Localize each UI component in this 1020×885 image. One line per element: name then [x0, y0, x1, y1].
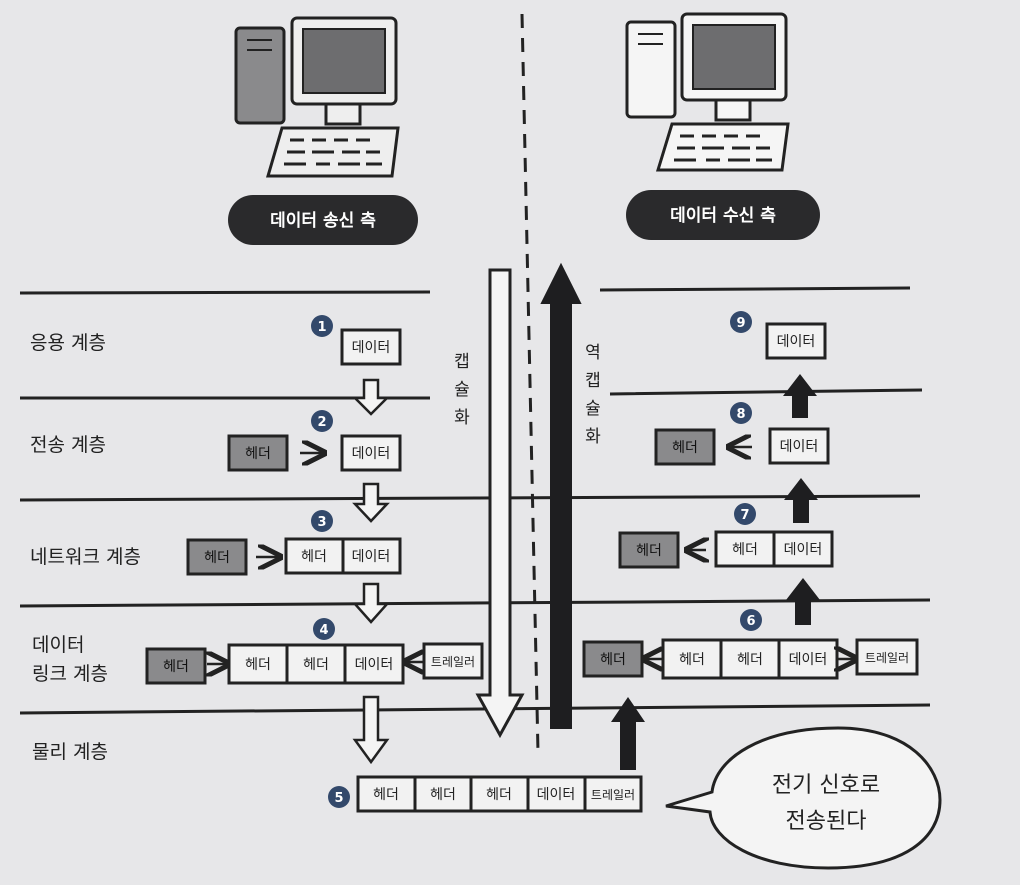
decapsulation-char: 캡 — [585, 371, 601, 391]
encapsulation-arrow — [475, 268, 525, 739]
layer-label-datalink-2: 링크 계층 — [32, 663, 108, 685]
svg-text:헤더: 헤더 — [679, 652, 705, 668]
svg-text:헤더: 헤더 — [600, 652, 626, 668]
sender-datalink-frame: 헤더 헤더 데이터 — [227, 643, 405, 685]
step-badge: 7 — [740, 508, 749, 523]
svg-text:헤더: 헤더 — [430, 787, 456, 803]
svg-text:헤더: 헤더 — [163, 659, 189, 675]
up-arrow — [783, 374, 817, 418]
receiver-datalink-header-box: 헤더 — [582, 640, 644, 678]
center-dashed-line — [520, 13, 540, 753]
svg-text:헤더: 헤더 — [732, 542, 758, 558]
up-arrow — [786, 578, 820, 625]
sender-datalink-trailer-box: 트레일러 — [422, 642, 484, 680]
svg-text:데이터: 데이터 — [777, 334, 816, 350]
receiver-label: 데이터 수신 측 — [670, 206, 776, 226]
step-badge: 6 — [746, 614, 755, 629]
sender-network-header-box: 헤더 — [186, 538, 248, 576]
up-arrow — [611, 697, 645, 770]
svg-text:트레일러: 트레일러 — [865, 651, 909, 665]
step-badge: 1 — [317, 320, 326, 335]
receiver-datalink-trailer-box: 트레일러 — [855, 638, 919, 676]
svg-text:헤더: 헤더 — [204, 550, 230, 566]
layer-label-transport: 전송 계층 — [30, 434, 106, 456]
svg-text:헤더: 헤더 — [636, 543, 662, 559]
sender-label-pill: 데이터 송신 측 — [228, 195, 418, 245]
encapsulation-char: 캡 — [454, 352, 470, 372]
svg-text:헤더: 헤더 — [672, 440, 698, 456]
step-badge: 3 — [317, 515, 326, 530]
receiver-network-header-box: 헤더 — [618, 531, 680, 569]
svg-text:헤더: 헤더 — [303, 657, 329, 673]
bubble-line-2: 전송된다 — [786, 809, 867, 834]
sender-label: 데이터 송신 측 — [270, 211, 376, 231]
svg-text:헤더: 헤더 — [245, 657, 271, 673]
receiver-network-packet: 헤더 데이터 — [714, 530, 834, 568]
down-arrow — [351, 378, 391, 416]
sender-network-packet: 헤더 데이터 — [284, 537, 402, 575]
receiver-transport-data-box: 데이터 — [768, 427, 830, 465]
svg-text:데이터: 데이터 — [352, 446, 391, 462]
svg-text:데이터: 데이터 — [789, 652, 828, 668]
svg-text:헤더: 헤더 — [245, 446, 271, 462]
decapsulation-arrow — [540, 262, 582, 729]
up-arrow — [784, 478, 818, 523]
divider-line — [19, 598, 931, 608]
svg-text:헤더: 헤더 — [737, 652, 763, 668]
svg-text:데이터: 데이터 — [352, 340, 391, 356]
down-arrow — [352, 482, 390, 523]
bubble-line-1: 전기 신호로 — [772, 773, 880, 798]
svg-text:데이터: 데이터 — [784, 542, 823, 558]
step-badge: 2 — [317, 415, 326, 430]
receiver-label-pill: 데이터 수신 측 — [626, 190, 820, 240]
layer-label-datalink-1: 데이터 — [32, 634, 84, 656]
svg-text:헤더: 헤더 — [373, 787, 399, 803]
svg-text:데이터: 데이터 — [355, 657, 394, 673]
receiver-application-data-box: 데이터 — [765, 322, 827, 360]
step-badge: 4 — [319, 623, 328, 638]
step-badge: 5 — [334, 791, 343, 806]
sender-transport-header-box: 헤더 — [227, 434, 289, 472]
receiver-transport-header-box: 헤더 — [654, 428, 716, 466]
divider-line — [19, 703, 931, 715]
svg-text:데이터: 데이터 — [537, 787, 576, 803]
svg-text:트레일러: 트레일러 — [431, 655, 475, 669]
divider-line — [19, 286, 911, 295]
encapsulation-char: 화 — [454, 408, 470, 428]
step-badges: 1 2 3 4 5 6 7 8 9 — [311, 311, 762, 808]
sender-transport-data-box: 데이터 — [340, 434, 402, 472]
sender-application-data-box: 데이터 — [340, 328, 402, 366]
svg-text:데이터: 데이터 — [780, 439, 819, 455]
svg-text:헤더: 헤더 — [486, 787, 512, 803]
sender-computer-icon — [234, 16, 400, 178]
down-arrow — [352, 695, 390, 765]
layer-label-physical: 물리 계층 — [32, 741, 108, 763]
layer-label-network: 네트워크 계층 — [30, 546, 141, 568]
step-badge: 8 — [736, 407, 745, 422]
decapsulation-char: 화 — [585, 427, 601, 447]
decapsulation-char: 역 — [585, 343, 601, 363]
step-badge: 9 — [736, 316, 745, 331]
physical-signal-frame: 헤더 헤더 헤더 데이터 트레일러 — [356, 775, 643, 813]
svg-text:트레일러: 트레일러 — [591, 788, 635, 802]
speech-bubble: 전기 신호로 전송된다 — [665, 726, 942, 870]
divider-line — [19, 494, 921, 502]
down-arrow — [352, 582, 390, 624]
svg-text:데이터: 데이터 — [352, 549, 391, 565]
decapsulation-char: 슐 — [585, 399, 601, 419]
sender-datalink-header-box: 헤더 — [145, 647, 207, 685]
svg-text:헤더: 헤더 — [301, 549, 327, 565]
receiver-computer-icon — [625, 12, 790, 172]
encapsulation-char: 슐 — [454, 380, 470, 400]
layer-label-application: 응용 계층 — [30, 332, 106, 354]
receiver-datalink-frame: 헤더 헤더 데이터 — [661, 638, 839, 680]
